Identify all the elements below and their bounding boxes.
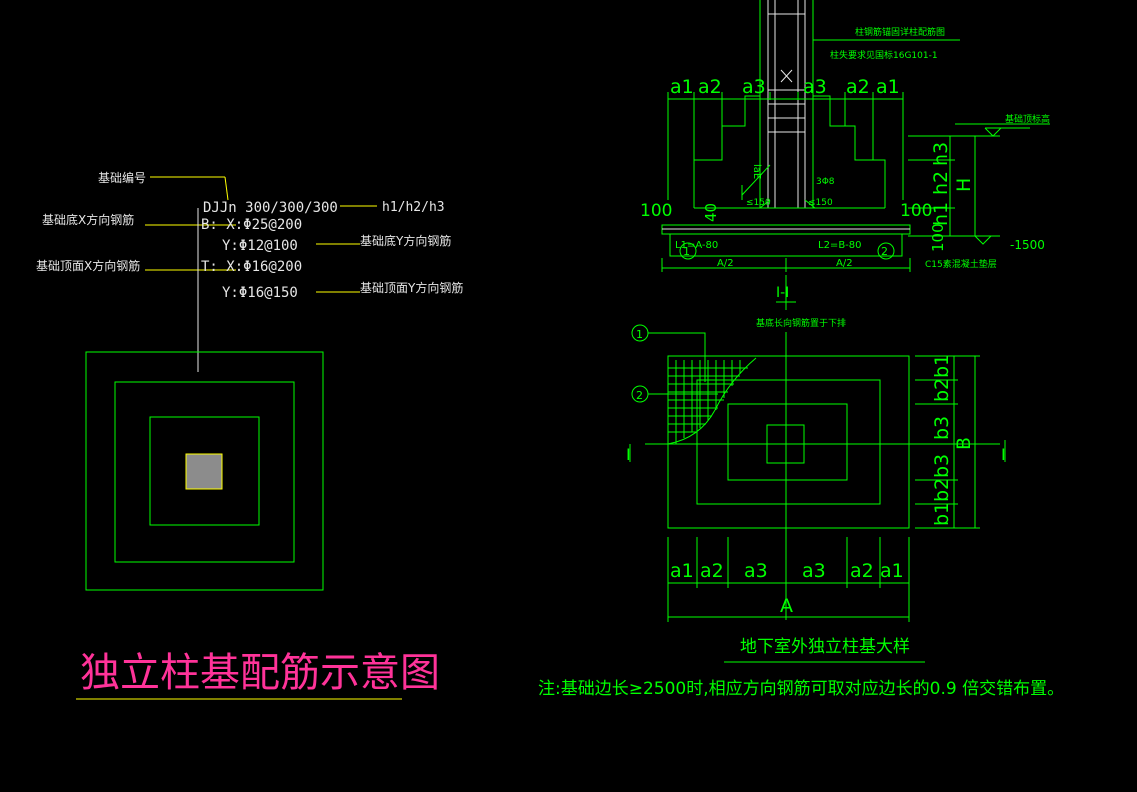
bar-marker-2-text: 2	[881, 245, 888, 258]
note-column-anchor: 柱钢筋锚固详柱配筋图	[855, 26, 945, 38]
plan-dim-a2-right: a2	[850, 560, 874, 582]
left-diagram-title: 独立柱基配筋示意图	[80, 650, 440, 696]
label-bar-2: L2=B-80	[818, 240, 862, 251]
plan-step-2	[696, 379, 881, 505]
label-spacing-right: ≤150	[808, 198, 833, 208]
note-column-spec: 柱失要求见国标16G101-1	[830, 49, 938, 61]
label-concrete-blinding: C15素混凝土垫层	[925, 258, 997, 270]
plan-dim-b2-top: b2	[931, 378, 953, 402]
label-h1-h2-h3: h1/h2/h3	[382, 200, 445, 215]
label-top-x-rebar: 基础顶面X方向钢筋	[36, 258, 140, 273]
dim-total-h: H	[953, 178, 975, 192]
dim-h2: h2	[930, 171, 952, 195]
section-view-i-i	[661, 0, 1050, 310]
section-dim-a2-right: a2	[846, 76, 870, 98]
label-foundation-number: 基础编号	[98, 170, 146, 185]
bar-marker-2	[877, 242, 895, 260]
label-bottom-y-rebar: 基础底Y方向钢筋	[360, 233, 451, 248]
section-dim-a3-left: a3	[742, 76, 766, 98]
plan-right-dims: b1 b2 b3 b3 b2 b1 B	[931, 354, 975, 526]
column-section	[185, 453, 223, 490]
notation-line-4: T: X:Φ16@200	[201, 259, 302, 275]
cover-right: 100	[900, 201, 932, 221]
plan-dim-a2-left: a2	[700, 560, 724, 582]
section-dim-a2-left: a2	[698, 76, 722, 98]
plan-dim-a-total: A	[780, 595, 793, 617]
notation-line-1: DJJn 300/300/300	[203, 200, 338, 216]
plan-outline-outer	[667, 355, 910, 529]
plan-view-title: 地下室外独立柱基大样	[740, 637, 910, 657]
plan-step-3	[727, 403, 848, 481]
cover-bottom: 100	[929, 223, 947, 252]
bar-marker-1	[679, 242, 697, 260]
label-stirrup: 3Φ8	[816, 177, 835, 187]
plan-marker-1: 1	[636, 328, 643, 341]
label-spacing-left: ≤150	[746, 198, 771, 208]
label-bottom-level: -1500	[1010, 238, 1045, 252]
footing-step-3	[149, 416, 260, 526]
plan-section-right: I	[1001, 445, 1006, 464]
plan-dim-a1-left: a1	[670, 560, 694, 582]
label-top-y-rebar: 基础顶面Y方向钢筋	[360, 280, 463, 295]
cover-left-2: 40	[702, 203, 720, 222]
cover-left: 100	[640, 201, 672, 221]
plan-dim-a1-right: a1	[880, 560, 904, 582]
footing-step-2	[114, 381, 295, 563]
label-half-a-right: A/2	[836, 258, 853, 269]
rebar-schematic-diagram: 基础编号 基础底X方向钢筋 基础顶面X方向钢筋 基础底Y方向钢筋 基础顶面Y方向…	[36, 170, 463, 700]
label-bottom-x-rebar: 基础底X方向钢筋	[42, 212, 134, 227]
plan-dim-b2-bottom: b2	[931, 478, 953, 502]
plan-view-footing	[629, 324, 1006, 663]
note-long-bar-bottom: 基底长向钢筋置于下排	[756, 317, 846, 329]
label-foundation-top-level: 基础顶标高	[1005, 113, 1050, 125]
plan-dim-b3-bottom: b3	[931, 454, 953, 478]
dim-h1: h1	[930, 202, 952, 226]
plan-dim-b3-top: b3	[931, 416, 953, 440]
notation-line-2: B: X:Φ25@200	[201, 217, 302, 233]
section-top-dims: a1 a2 a3 a3 a2 a1	[670, 76, 900, 98]
bar-marker-1-text: 1	[683, 245, 690, 258]
section-dim-a1-right: a1	[876, 76, 900, 98]
footing-outline-outer	[85, 351, 324, 591]
section-dim-a3-right: a3	[803, 76, 827, 98]
notation-line-3: Y:Φ12@100	[222, 238, 298, 254]
footing-profile-right	[813, 95, 886, 208]
label-lae: laE	[751, 164, 762, 179]
concrete-blinding	[669, 233, 903, 257]
dim-h3: h3	[930, 142, 952, 166]
notation-line-5: Y:Φ16@150	[222, 285, 298, 301]
plan-marker-2: 2	[636, 389, 643, 402]
section-view-labels: 柱钢筋锚固详柱配筋图 柱失要求见国标16G101-1 基础顶标高 C15素混凝土…	[675, 26, 1050, 301]
section-mark-label: I-I	[776, 285, 789, 301]
section-dim-a1-left: a1	[670, 76, 694, 98]
leader-foundation-number-tail	[224, 176, 229, 201]
plan-dim-a3-right: a3	[802, 560, 826, 582]
plan-view-labels: 基底长向钢筋置于下排 1 2 I I 地下室外独立柱基大样	[626, 317, 1006, 657]
label-half-a-left: A/2	[717, 258, 734, 269]
section-cover-dims: 100 100 40 100	[640, 201, 947, 252]
plan-dim-a3-left: a3	[744, 560, 768, 582]
plan-dim-b-total: B	[953, 437, 975, 450]
plan-bottom-dims: a1 a2 a3 a3 a2 a1 A	[670, 560, 904, 617]
label-bar-1: L1=A-80	[675, 240, 718, 251]
footnote: 注:基础边长≥2500时,相应方向钢筋可取对应边长的0.9 倍交错布置。	[538, 679, 1064, 699]
plan-dim-b1-top: b1	[931, 354, 953, 378]
section-height-dims: h1 h2 h3 H	[930, 142, 975, 226]
plan-dim-b1-bottom: b1	[931, 502, 953, 526]
plan-section-left: I	[626, 445, 631, 464]
